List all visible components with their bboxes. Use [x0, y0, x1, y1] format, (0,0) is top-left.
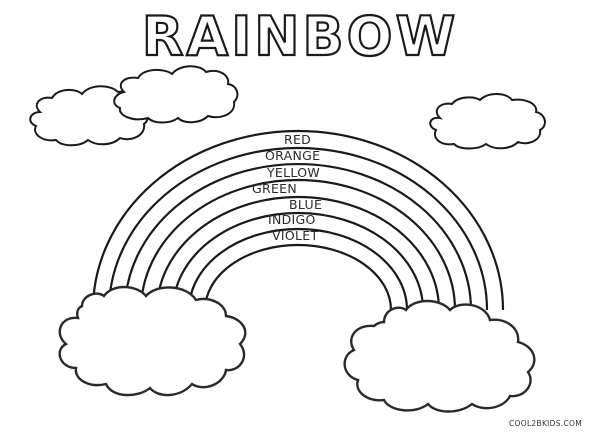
- site-watermark: COOL2BKIDS.COM: [509, 419, 582, 428]
- rainbow-arc-1: [91, 129, 505, 311]
- rainbow-arc-7: [187, 227, 409, 311]
- band-label-blue: BLUE: [289, 197, 323, 212]
- band-label-violet: VIOLET: [272, 228, 319, 243]
- rainbow-arc-5: [155, 195, 441, 311]
- band-label-red: RED: [284, 132, 312, 147]
- band-label-green: GREEN: [252, 181, 298, 196]
- rainbow-arc-3: [123, 162, 473, 311]
- rainbow-arcs: [91, 129, 505, 311]
- rainbow-arc-8: [203, 243, 393, 311]
- rainbow-arc-4: [139, 178, 457, 311]
- rainbow-arc-2: [107, 146, 489, 311]
- cloud-top-left-front: [113, 65, 239, 124]
- band-label-yellow: YELLOW: [267, 165, 321, 180]
- page-title: RAINBOW: [141, 4, 459, 68]
- cloud-bottom-left: [58, 285, 247, 397]
- band-label-indigo: INDIGO: [268, 212, 316, 227]
- cloud-bottom-right: [343, 299, 536, 413]
- rainbow-arc-6: [171, 211, 425, 311]
- band-label-orange: ORANGE: [265, 148, 321, 163]
- cloud-top-right: [429, 93, 546, 150]
